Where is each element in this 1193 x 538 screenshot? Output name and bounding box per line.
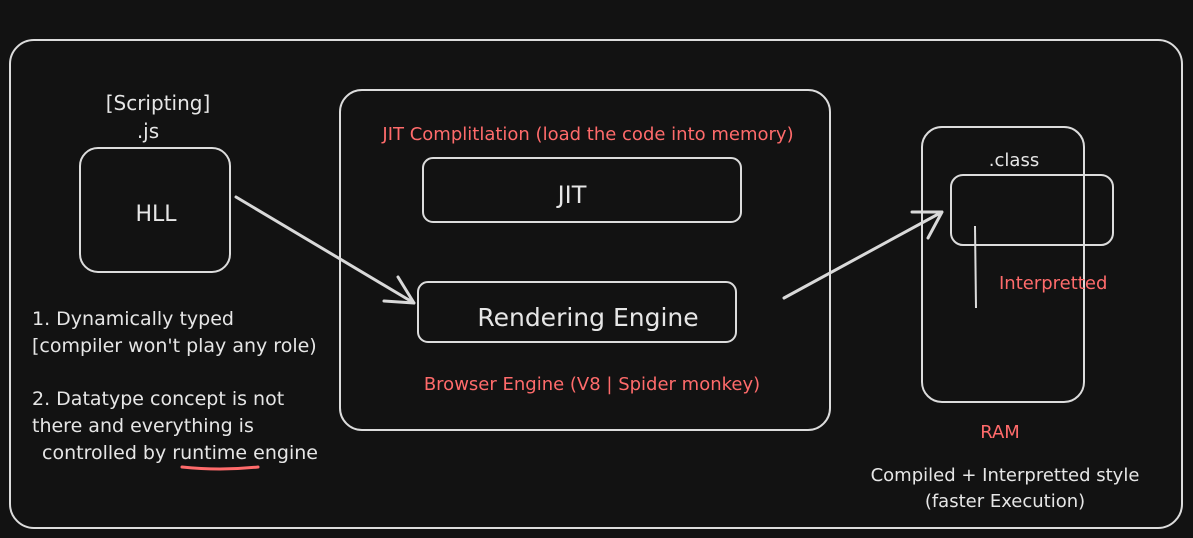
class-box	[950, 174, 1114, 246]
interpreted-connector	[974, 225, 977, 309]
footer-line-1: Compiled + Interpretted style	[871, 465, 1140, 486]
hll-box	[79, 147, 231, 273]
note-line-5-suffix: engine	[253, 442, 318, 464]
runtime-keyword: runtime	[172, 442, 247, 464]
rendering-engine-box	[417, 281, 737, 343]
browser-engine-caption: Browser Engine (V8 | Spider monkey)	[424, 374, 760, 395]
runtime-underline	[180, 465, 260, 471]
note-line-5: controlled by runtime engine	[42, 442, 318, 464]
rendering-engine-label: Rendering Engine	[477, 303, 698, 332]
arrow-hll-to-engine	[234, 195, 416, 305]
ram-caption: RAM	[980, 422, 1020, 443]
hll-extension: .js	[137, 119, 159, 143]
jit-label: JIT	[556, 181, 587, 209]
note-line-3: 2. Datatype concept is not	[32, 388, 284, 410]
note-line-2: [compiler won't play any role)	[32, 335, 317, 357]
jit-box	[422, 157, 742, 223]
note-line-1: 1. Dynamically typed	[32, 308, 234, 330]
class-label: .class	[989, 150, 1039, 171]
arrow-engine-to-ram	[782, 210, 944, 300]
ram-box	[921, 126, 1085, 403]
interpreted-label: Interpretted	[999, 273, 1107, 294]
hll-tag: [Scripting]	[106, 91, 211, 115]
hll-label: HLL	[135, 202, 177, 227]
note-line-5-prefix: controlled by	[42, 442, 166, 464]
jit-caption: JIT Complitlation (load the code into me…	[381, 124, 793, 145]
browser-engine-box	[339, 89, 831, 431]
footer-line-2: (faster Execution)	[925, 491, 1085, 512]
outer-frame	[9, 39, 1183, 529]
note-line-4: there and everything is	[32, 415, 254, 437]
